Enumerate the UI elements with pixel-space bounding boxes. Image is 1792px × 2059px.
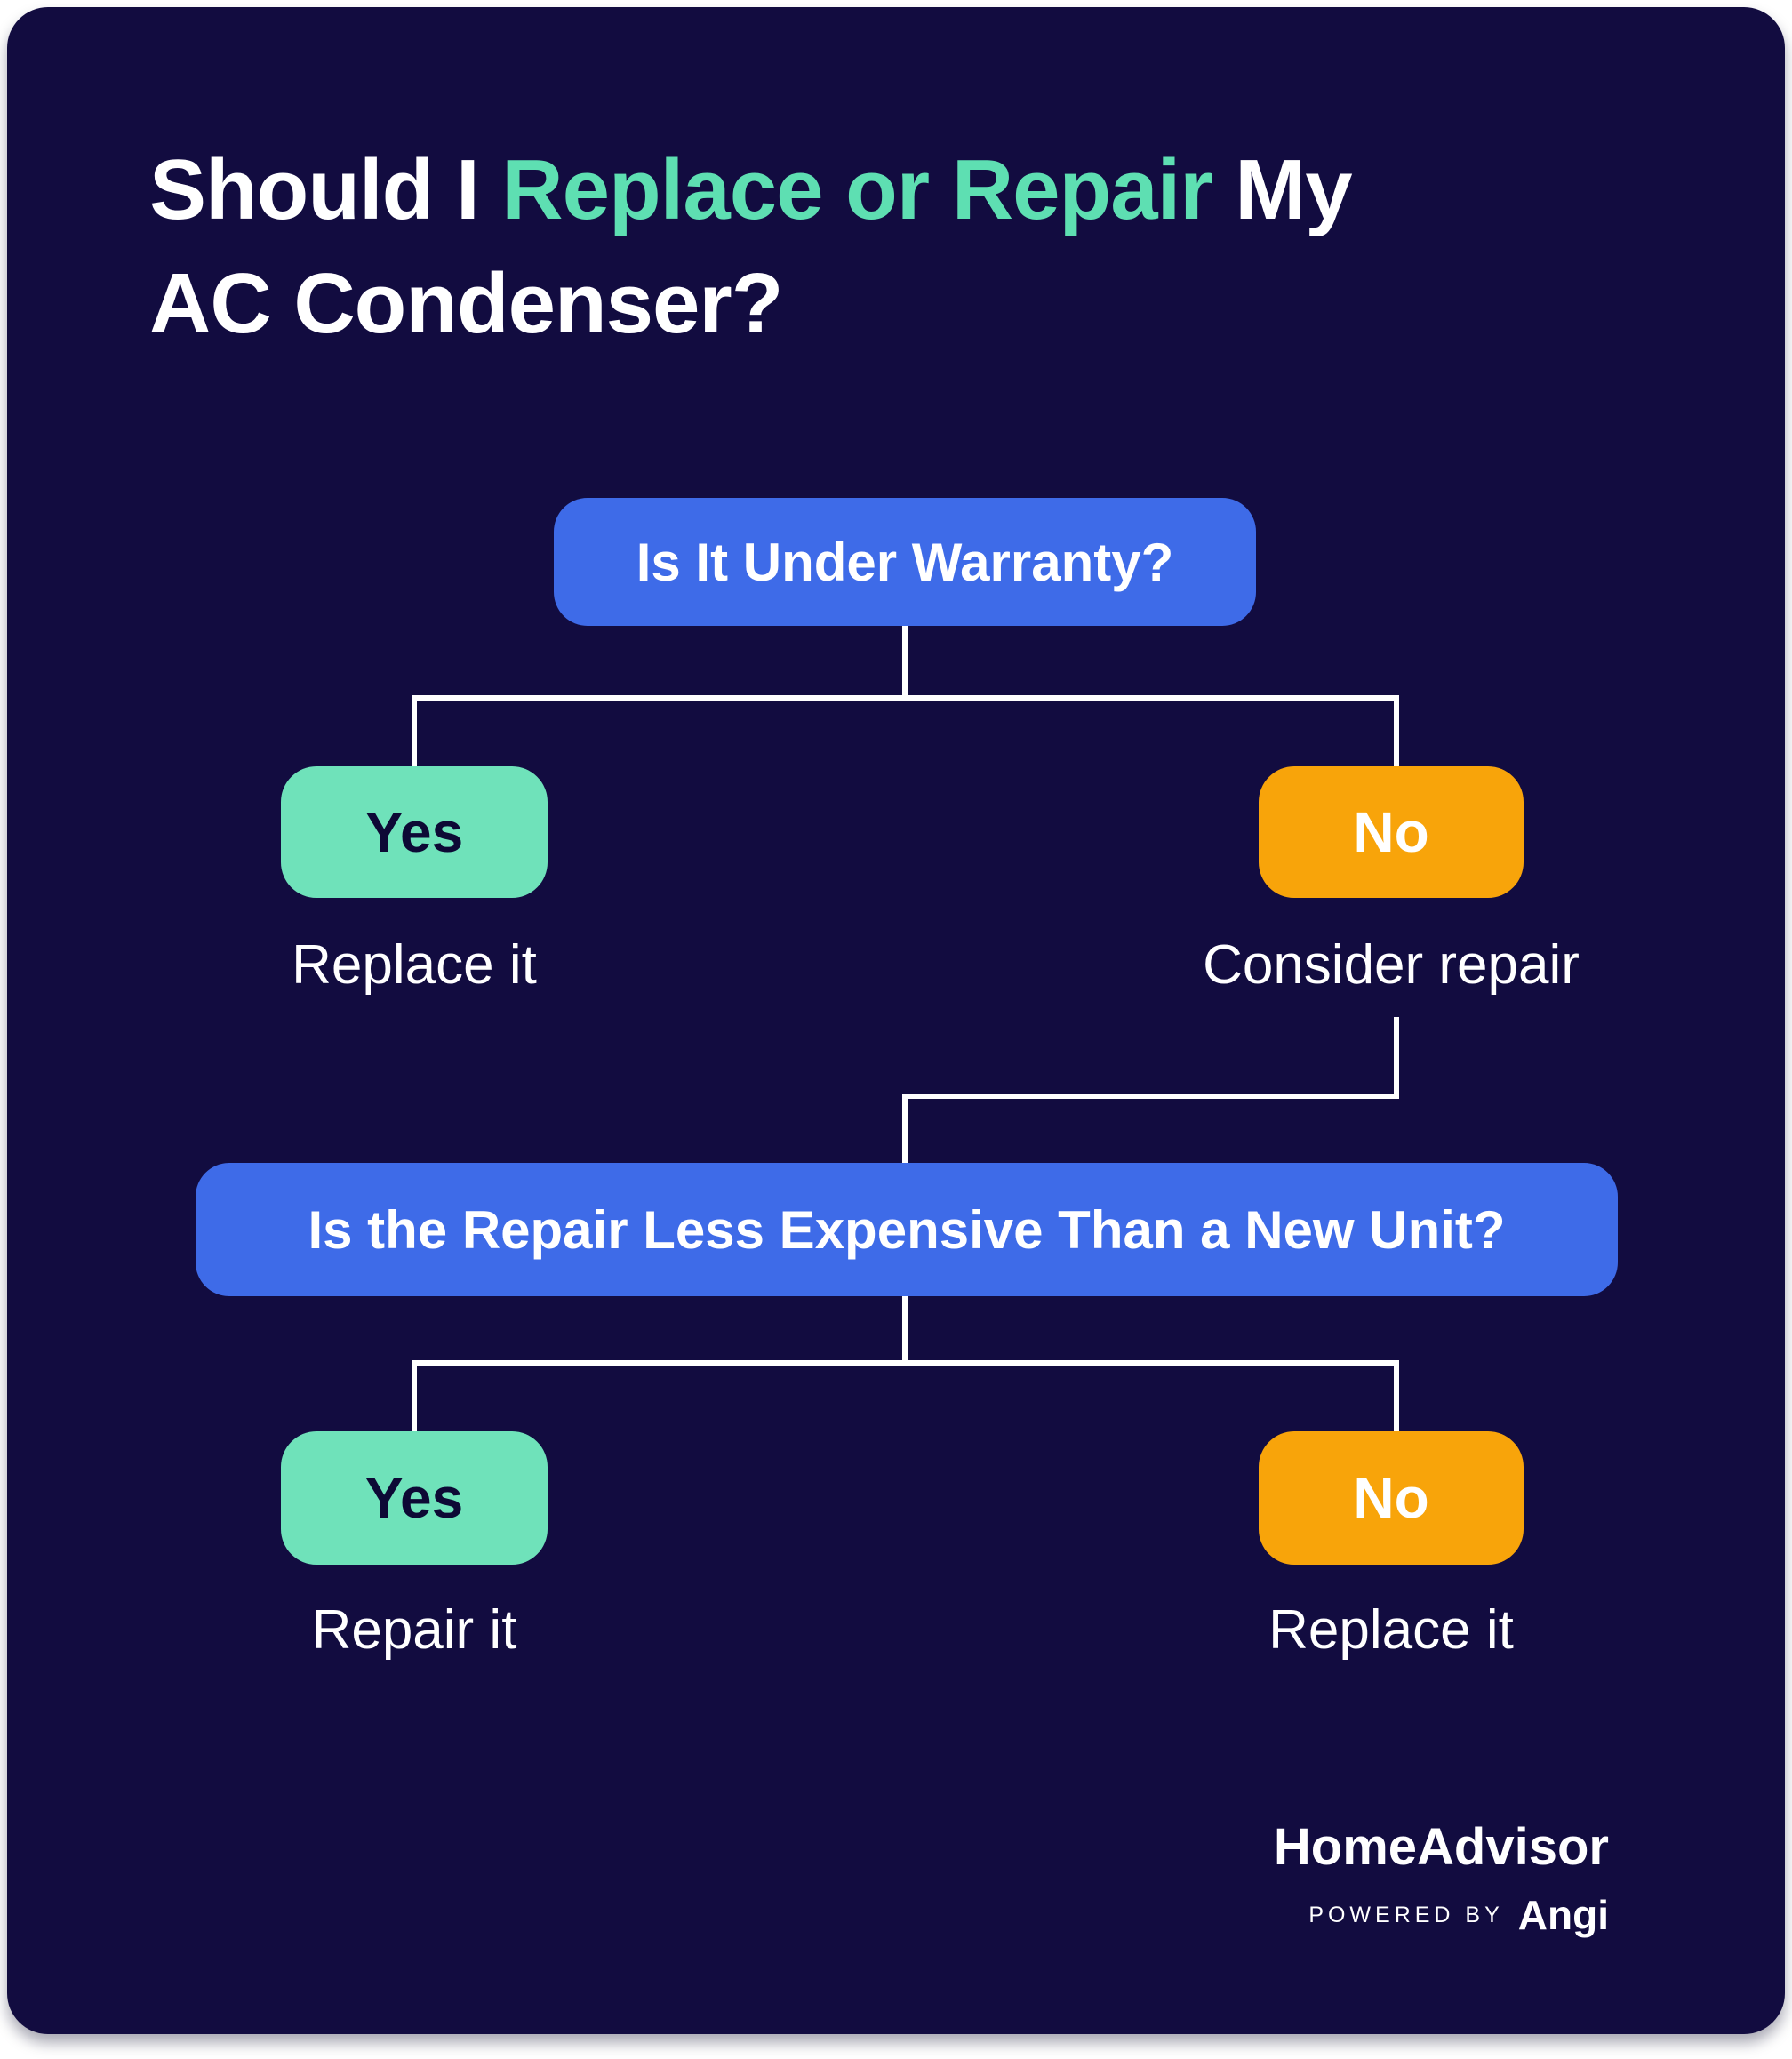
answer-node-q2-no-label: No <box>1353 1466 1429 1530</box>
question-node-repair-cost: Is the Repair Less Expensive Than a New … <box>196 1163 1618 1296</box>
footer-branding: HomeAdvisor POWERED BY Angi <box>1274 1817 1609 1939</box>
connector-considerrepair-stem <box>1394 1017 1399 1099</box>
result-label-replace-it-1: Replace it <box>292 934 537 996</box>
answer-node-q2-no: No <box>1259 1431 1524 1565</box>
connector-q2-stem <box>902 1296 908 1366</box>
result-label-consider-repair: Consider repair <box>1203 934 1580 996</box>
connector-q1-stem <box>902 626 908 701</box>
question-node-repair-cost-label: Is the Repair Less Expensive Than a New … <box>308 1199 1506 1260</box>
card-background: Should I Replace or Repair My AC Condens… <box>7 7 1785 2034</box>
angi-logo: Angi <box>1517 1892 1609 1938</box>
question-node-warranty-label: Is It Under Warranty? <box>636 532 1174 592</box>
connector-q2-branch <box>412 1360 1399 1366</box>
connector-q1-drop-yes <box>412 695 417 770</box>
answer-node-q2-yes: Yes <box>281 1431 548 1565</box>
question-node-warranty: Is It Under Warranty? <box>554 498 1256 626</box>
result-label-replace-it-2: Replace it <box>1268 1599 1514 1661</box>
title-prefix: Should I <box>149 142 502 237</box>
connector-q2-drop-yes <box>412 1360 417 1435</box>
powered-by-row: POWERED BY Angi <box>1274 1891 1609 1939</box>
title-suffix: My <box>1212 142 1352 237</box>
answer-node-q1-yes-label: Yes <box>364 800 464 864</box>
connector-q2-drop-no <box>1394 1360 1399 1435</box>
powered-by-label: POWERED BY <box>1308 1902 1504 1927</box>
homeadvisor-logo: HomeAdvisor <box>1273 1818 1609 1876</box>
connector-q1-branch <box>412 695 1399 701</box>
connector-q1-drop-no <box>1394 695 1399 770</box>
title-highlight: Replace or Repair <box>501 142 1212 237</box>
result-label-repair-it: Repair it <box>311 1599 517 1661</box>
page-title: Should I Replace or Repair My AC Condens… <box>149 133 1678 361</box>
title-line2: AC Condenser? <box>149 256 783 351</box>
answer-node-q1-no: No <box>1259 766 1524 898</box>
connector-q2-entry <box>902 1094 908 1166</box>
answer-node-q1-no-label: No <box>1353 800 1429 864</box>
answer-node-q1-yes: Yes <box>281 766 548 898</box>
answer-node-q2-yes-label: Yes <box>364 1466 464 1530</box>
connector-elbow-horizontal <box>902 1094 1399 1099</box>
